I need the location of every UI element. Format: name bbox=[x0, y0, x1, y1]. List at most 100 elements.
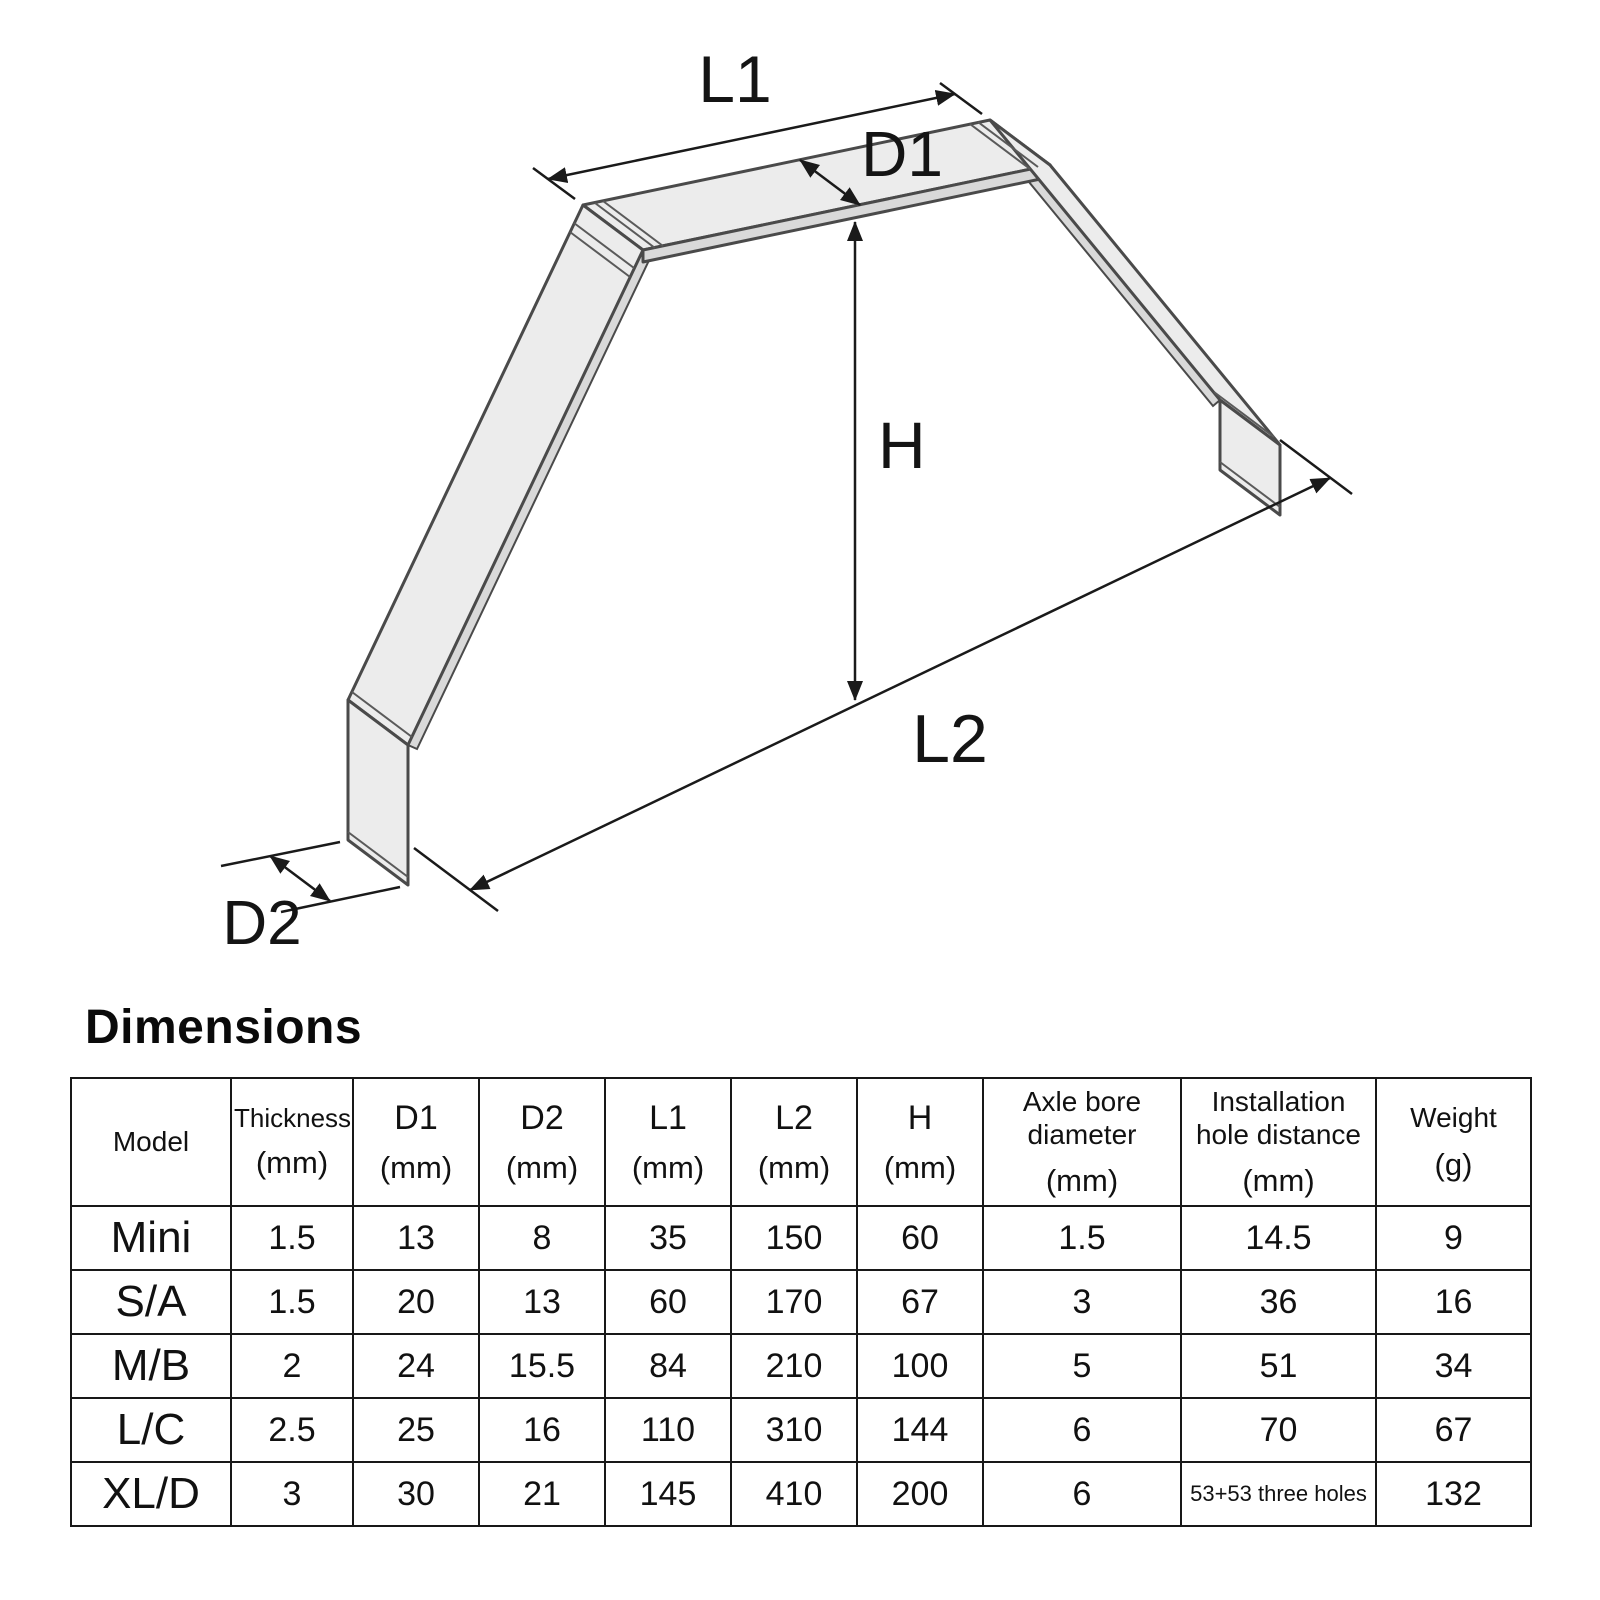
value-cell: 9 bbox=[1375, 1205, 1532, 1271]
value-cell: 150 bbox=[730, 1205, 858, 1271]
value-cell: 14.5 bbox=[1180, 1205, 1377, 1271]
header-title: D2 bbox=[520, 1098, 564, 1137]
header-unit: (mm) bbox=[255, 1145, 329, 1181]
value-cell: 84 bbox=[604, 1333, 732, 1399]
table-row-sa: S/A 1.5 20 13 60 170 67 3 36 16 bbox=[70, 1269, 1532, 1335]
header-cell-l1: L1 (mm) bbox=[604, 1077, 732, 1207]
header-title: Installation hole distance bbox=[1195, 1085, 1361, 1150]
model-cell: Mini bbox=[70, 1205, 232, 1271]
isometric-drawing-svg: L1 D1 H L2 D2 bbox=[220, 42, 1353, 958]
value-cell: 53+53 three holes bbox=[1180, 1461, 1377, 1527]
d2-dimension-arrow bbox=[269, 855, 331, 902]
handle-right-leg bbox=[988, 118, 1282, 447]
handle-left-leg bbox=[346, 203, 645, 747]
value-cell: 132 bbox=[1375, 1461, 1532, 1527]
value-cell: 35 bbox=[604, 1205, 732, 1271]
dimensions-heading: Dimensions bbox=[85, 1001, 363, 1054]
header-title: Thickness bbox=[234, 1102, 352, 1133]
l1-witness-left bbox=[532, 166, 576, 201]
header-unit: (mm) bbox=[379, 1150, 453, 1186]
header-title: Weight bbox=[1410, 1102, 1497, 1134]
value-cell: 15.5 bbox=[478, 1333, 606, 1399]
value-cell: 20 bbox=[352, 1269, 480, 1335]
header-cell-h: H (mm) bbox=[856, 1077, 984, 1207]
value-cell: 6 bbox=[982, 1461, 1182, 1527]
handle-left-foot bbox=[346, 698, 410, 887]
l2-witness-left bbox=[413, 847, 499, 912]
header-unit: (g) bbox=[1434, 1146, 1473, 1182]
header-unit: (mm) bbox=[757, 1150, 831, 1186]
l1-witness-right bbox=[939, 81, 983, 116]
header-cell-d2: D2 (mm) bbox=[478, 1077, 606, 1207]
value-cell: 36 bbox=[1180, 1269, 1377, 1335]
value-cell: 67 bbox=[856, 1269, 984, 1335]
header-title: L1 bbox=[649, 1098, 687, 1137]
value-cell: 6 bbox=[982, 1397, 1182, 1463]
d2-dimension bbox=[220, 840, 401, 914]
value-cell: 2.5 bbox=[230, 1397, 354, 1463]
value-cell: 310 bbox=[730, 1397, 858, 1463]
d2-witness-back bbox=[220, 840, 341, 868]
value-cell: 110 bbox=[604, 1397, 732, 1463]
model-cell: S/A bbox=[70, 1269, 232, 1335]
model-cell: L/C bbox=[70, 1397, 232, 1463]
value-cell: 210 bbox=[730, 1333, 858, 1399]
value-cell: 13 bbox=[478, 1269, 606, 1335]
value-cell: 70 bbox=[1180, 1397, 1377, 1463]
header-cell-axle-bore: Axle bore diameter (mm) bbox=[982, 1077, 1182, 1207]
model-cell: XL/D bbox=[70, 1461, 232, 1527]
value-cell: 34 bbox=[1375, 1333, 1532, 1399]
l2-witness-right bbox=[1279, 439, 1353, 495]
header-title: H bbox=[907, 1098, 933, 1137]
header-unit: (mm) bbox=[1242, 1163, 1315, 1199]
value-cell: 145 bbox=[604, 1461, 732, 1527]
l1-dimension-arrow bbox=[547, 90, 956, 183]
table-row-xld: XL/D 3 30 21 145 410 200 6 53+53 three h… bbox=[70, 1461, 1532, 1527]
value-cell: 410 bbox=[730, 1461, 858, 1527]
value-cell: 1.5 bbox=[230, 1269, 354, 1335]
header-cell-d1: D1 (mm) bbox=[352, 1077, 480, 1207]
value-cell: 67 bbox=[1375, 1397, 1532, 1463]
value-cell: 1.5 bbox=[982, 1205, 1182, 1271]
handle-body bbox=[346, 118, 1282, 887]
l2-dimension-arrow bbox=[469, 476, 1331, 892]
value-cell: 100 bbox=[856, 1333, 984, 1399]
value-cell: 21 bbox=[478, 1461, 606, 1527]
table-row-mini: Mini 1.5 13 8 35 150 60 1.5 14.5 9 bbox=[70, 1205, 1532, 1271]
d1-label: D1 bbox=[861, 118, 943, 190]
handle-dimension-drawing: L1 D1 H L2 D2 bbox=[220, 42, 1353, 958]
model-cell: M/B bbox=[70, 1333, 232, 1399]
value-cell: 200 bbox=[856, 1461, 984, 1527]
header-cell-thickness: Thickness (mm) bbox=[230, 1077, 354, 1207]
header-title: L2 bbox=[775, 1098, 813, 1137]
value-cell: 3 bbox=[230, 1461, 354, 1527]
value-cell: 144 bbox=[856, 1397, 984, 1463]
header-unit: (mm) bbox=[631, 1150, 705, 1186]
header-cell-l2: L2 (mm) bbox=[730, 1077, 858, 1207]
value-cell: 16 bbox=[1375, 1269, 1532, 1335]
l1-label: L1 bbox=[698, 42, 771, 116]
header-cell-weight: Weight (g) bbox=[1375, 1077, 1532, 1207]
value-cell: 5 bbox=[982, 1333, 1182, 1399]
value-cell: 3 bbox=[982, 1269, 1182, 1335]
table-row-lc: L/C 2.5 25 16 110 310 144 6 70 67 bbox=[70, 1397, 1532, 1463]
header-unit: (mm) bbox=[883, 1150, 957, 1186]
header-title: Axle bore diameter bbox=[1022, 1085, 1142, 1150]
value-cell: 24 bbox=[352, 1333, 480, 1399]
l2-label: L2 bbox=[912, 701, 988, 777]
value-cell: 13 bbox=[352, 1205, 480, 1271]
value-cell: 60 bbox=[856, 1205, 984, 1271]
value-cell: 25 bbox=[352, 1397, 480, 1463]
d1-dimension-arrow bbox=[799, 159, 861, 206]
value-cell: 16 bbox=[478, 1397, 606, 1463]
header-title: D1 bbox=[394, 1098, 438, 1137]
d2-witness-front bbox=[280, 885, 401, 914]
header-title: Model bbox=[112, 1126, 190, 1158]
value-cell: 8 bbox=[478, 1205, 606, 1271]
table-row-mb: M/B 2 24 15.5 84 210 100 5 51 34 bbox=[70, 1333, 1532, 1399]
header-unit: (mm) bbox=[505, 1150, 579, 1186]
l2-dimension bbox=[413, 439, 1353, 912]
header-cell-model: Model bbox=[70, 1077, 232, 1207]
header-row: Model Thickness (mm) D1 (mm) D2 (mm) L1 bbox=[70, 1077, 1532, 1207]
dimensions-table: Model Thickness (mm) D1 (mm) D2 (mm) L1 bbox=[70, 1077, 1532, 1527]
